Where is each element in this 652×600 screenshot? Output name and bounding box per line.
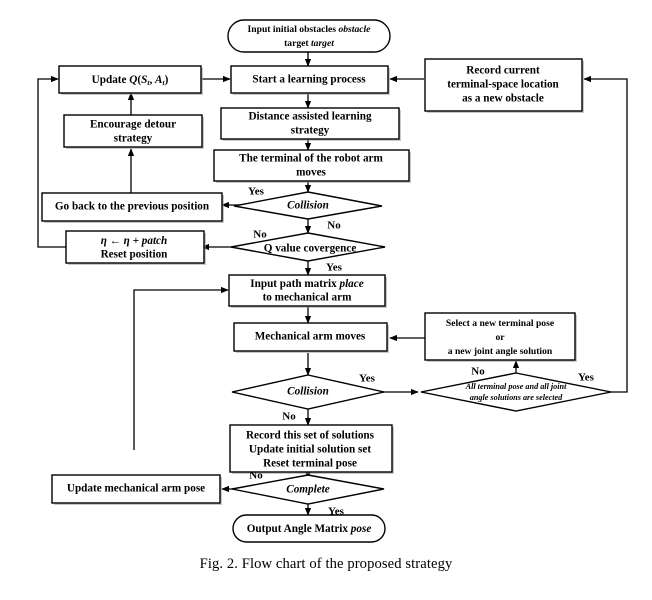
select-pose-line1: Select a new terminal pose: [446, 318, 555, 329]
start-input-line1a: Input initial obstacles: [248, 24, 339, 35]
label-collision1-yes: Yes: [248, 186, 265, 198]
record-sol-line2: Update initial solution set: [249, 444, 371, 456]
start-learning-line1: Start a learning process: [252, 74, 366, 86]
label-collision2-yes: Yes: [359, 373, 376, 385]
eta-patch-d: patch: [141, 235, 167, 247]
input-path-a: Input path matrix: [250, 278, 339, 290]
start-input-line1b: obstacle: [338, 24, 371, 35]
updateq-g: ): [165, 74, 169, 86]
record-sol-line1: Record this set of solutions: [246, 430, 375, 442]
node-eta-patch[interactable]: η ← η + patch Reset position: [65, 230, 206, 265]
collision2-label: Collision: [287, 386, 329, 398]
node-input-path[interactable]: Input path matrix place to mechanical ar…: [228, 274, 387, 308]
start-input-line2b: target: [311, 38, 334, 49]
svg-text:Output Angle Matrix pose: Output Angle Matrix pose: [247, 523, 372, 535]
node-record-current[interactable]: Record current terminal-space location a…: [424, 58, 584, 113]
label-complete-no: No: [249, 470, 263, 482]
complete-label: Complete: [286, 484, 330, 496]
node-start-learning[interactable]: Start a learning process: [230, 65, 390, 95]
node-record-solutions[interactable]: Record this set of solutions Update init…: [229, 424, 394, 474]
edge-allsel-yes-to-record-loop: [583, 75, 628, 393]
update-arm-line1: Update mechanical arm pose: [67, 483, 205, 495]
label-collision1-no: No: [327, 220, 341, 232]
record-sol-line3: Reset terminal pose: [263, 458, 357, 470]
terminal-moves-line1: The terminal of the robot arm: [239, 153, 383, 165]
label-qconv-no: No: [253, 229, 267, 241]
updateq-sub1: t: [147, 78, 150, 87]
updateq-c: (: [137, 74, 141, 86]
node-collision-2[interactable]: Collision: [231, 374, 385, 410]
node-q-convergence[interactable]: Q value covergence: [230, 232, 386, 262]
label-allsel-no: No: [471, 366, 485, 378]
select-pose-line3: a new joint angle solution: [448, 346, 553, 357]
updateq-d: S: [141, 74, 147, 86]
label-allsel-yes: Yes: [578, 372, 595, 384]
updateq-a: Update: [92, 74, 130, 86]
eta-patch-a: η: [101, 235, 110, 247]
edge-labels-layer: Yes No No Yes Yes No No Yes No Yes: [248, 186, 595, 518]
output-matrix-a: Output Angle Matrix: [247, 523, 351, 535]
updateq-sub2: t: [163, 78, 166, 87]
record-current-line2: terminal-space location: [447, 79, 559, 91]
node-mech-arm-moves[interactable]: Mechanical arm moves: [233, 322, 389, 353]
collision1-label: Collision: [287, 200, 329, 212]
figure-caption: Fig. 2. Flow chart of the proposed strat…: [199, 556, 453, 572]
svg-text:Input path matrix place: Input path matrix place: [250, 278, 363, 290]
node-start-input[interactable]: Input initial obstacles obstacle target …: [227, 19, 391, 53]
node-encourage-detour[interactable]: Encourage detour strategy: [63, 114, 204, 149]
qconv-label: Q value covergence: [264, 243, 357, 255]
node-output-matrix[interactable]: Output Angle Matrix pose: [232, 514, 386, 543]
distance-assisted-line1: Distance assisted learning: [248, 111, 371, 123]
mech-arm-line1: Mechanical arm moves: [255, 331, 366, 343]
label-complete-yes: Yes: [328, 506, 345, 518]
edge-updatearm-to-inputpath-loop: [133, 286, 229, 450]
node-update-q[interactable]: Update Q(St, At): [58, 65, 203, 95]
svg-text:η ← η + patch: η ← η + patch: [101, 235, 168, 247]
record-current-line3: as a new obstacle: [462, 93, 544, 105]
start-input-line2a: target: [284, 38, 311, 49]
encourage-detour-line2: strategy: [114, 133, 153, 145]
node-terminal-moves[interactable]: The terminal of the robot arm moves: [213, 149, 411, 183]
updateq-f: A: [154, 74, 162, 86]
go-back-line1: Go back to the previous position: [55, 201, 210, 213]
eta-patch-line2: Reset position: [101, 249, 169, 261]
svg-text:Update Q(St, At): Update Q(St, At): [92, 74, 169, 87]
node-distance-assisted[interactable]: Distance assisted learning strategy: [220, 107, 401, 141]
svg-text:Input initial obstacles obstac: Input initial obstacles obstacle: [248, 24, 372, 35]
node-complete[interactable]: Complete: [231, 474, 385, 505]
svg-text:target target: target target: [284, 38, 334, 49]
node-go-back[interactable]: Go back to the previous position: [41, 192, 224, 223]
updateq-e: ,: [149, 74, 155, 86]
distance-assisted-line2: strategy: [291, 125, 330, 137]
edge-eta-to-updateq-loop: [37, 75, 66, 248]
encourage-detour-line1: Encourage detour: [90, 119, 176, 131]
all-selected-line1: All terminal pose and all joint: [465, 382, 567, 391]
record-current-line1: Record current: [466, 65, 540, 77]
output-matrix-b: pose: [350, 523, 372, 535]
terminal-moves-line2: moves: [296, 167, 326, 179]
node-collision-1[interactable]: Collision: [233, 191, 383, 220]
input-path-b: place: [338, 278, 363, 290]
node-update-arm-pose[interactable]: Update mechanical arm pose: [51, 474, 222, 505]
eta-patch-c: η +: [121, 235, 142, 247]
node-select-new-pose[interactable]: Select a new terminal pose or a new join…: [424, 312, 577, 362]
label-collision2-no: No: [282, 411, 296, 423]
select-pose-line2: or: [495, 332, 505, 343]
node-all-selected[interactable]: All terminal pose and all joint angle so…: [420, 372, 612, 412]
eta-patch-b: ←: [110, 235, 121, 247]
label-qconv-yes: Yes: [326, 262, 343, 274]
input-path-line2: to mechanical arm: [263, 292, 353, 304]
all-selected-line2: angle solutions are selected: [470, 393, 563, 402]
updateq-b: Q: [129, 74, 137, 86]
